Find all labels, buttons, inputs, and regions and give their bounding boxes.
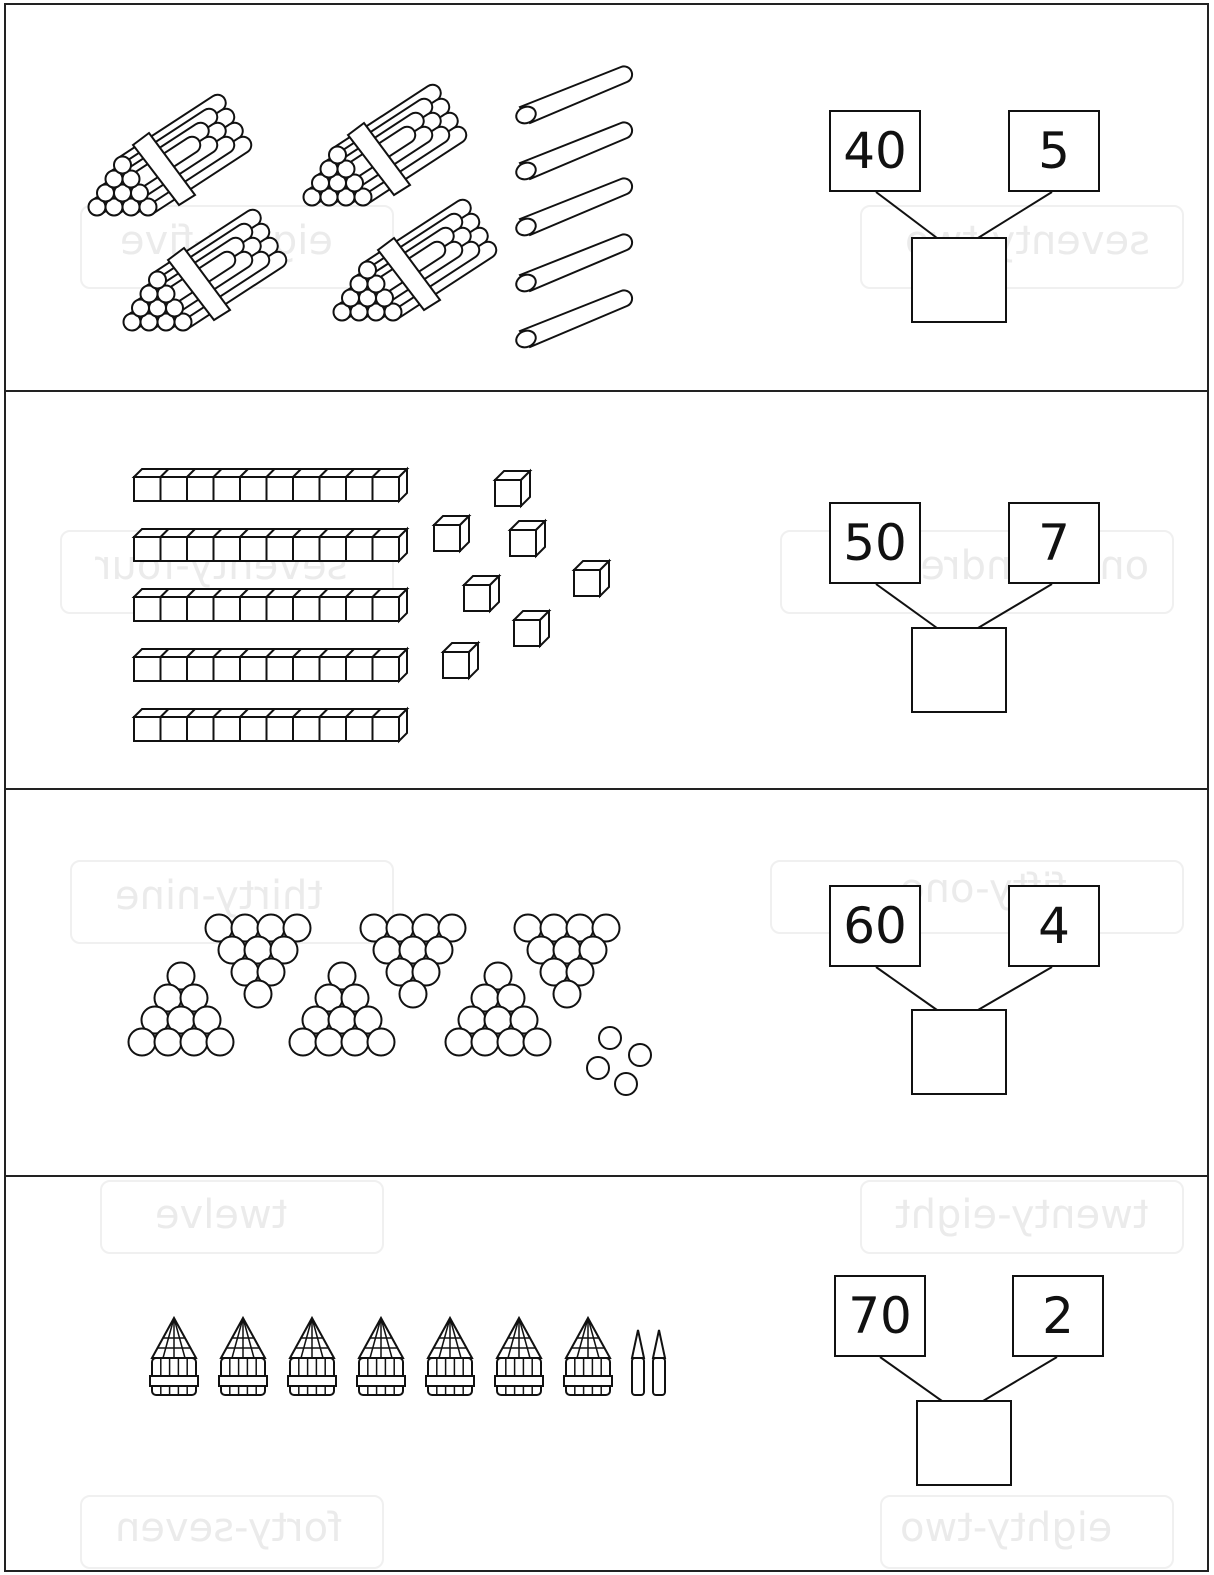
answer-box[interactable]: [916, 1400, 1012, 1486]
ones-box: 5: [1008, 110, 1100, 192]
answer-box[interactable]: [911, 237, 1007, 323]
ones-box: 7: [1008, 502, 1100, 584]
ones-box: 2: [1012, 1275, 1104, 1357]
ones-box: 4: [1008, 885, 1100, 967]
tens-box: 60: [829, 885, 921, 967]
tens-box: 40: [829, 110, 921, 192]
tens-box: 70: [834, 1275, 926, 1357]
tens-box: 50: [829, 502, 921, 584]
answer-box[interactable]: [911, 1009, 1007, 1095]
answer-box[interactable]: [911, 627, 1007, 713]
